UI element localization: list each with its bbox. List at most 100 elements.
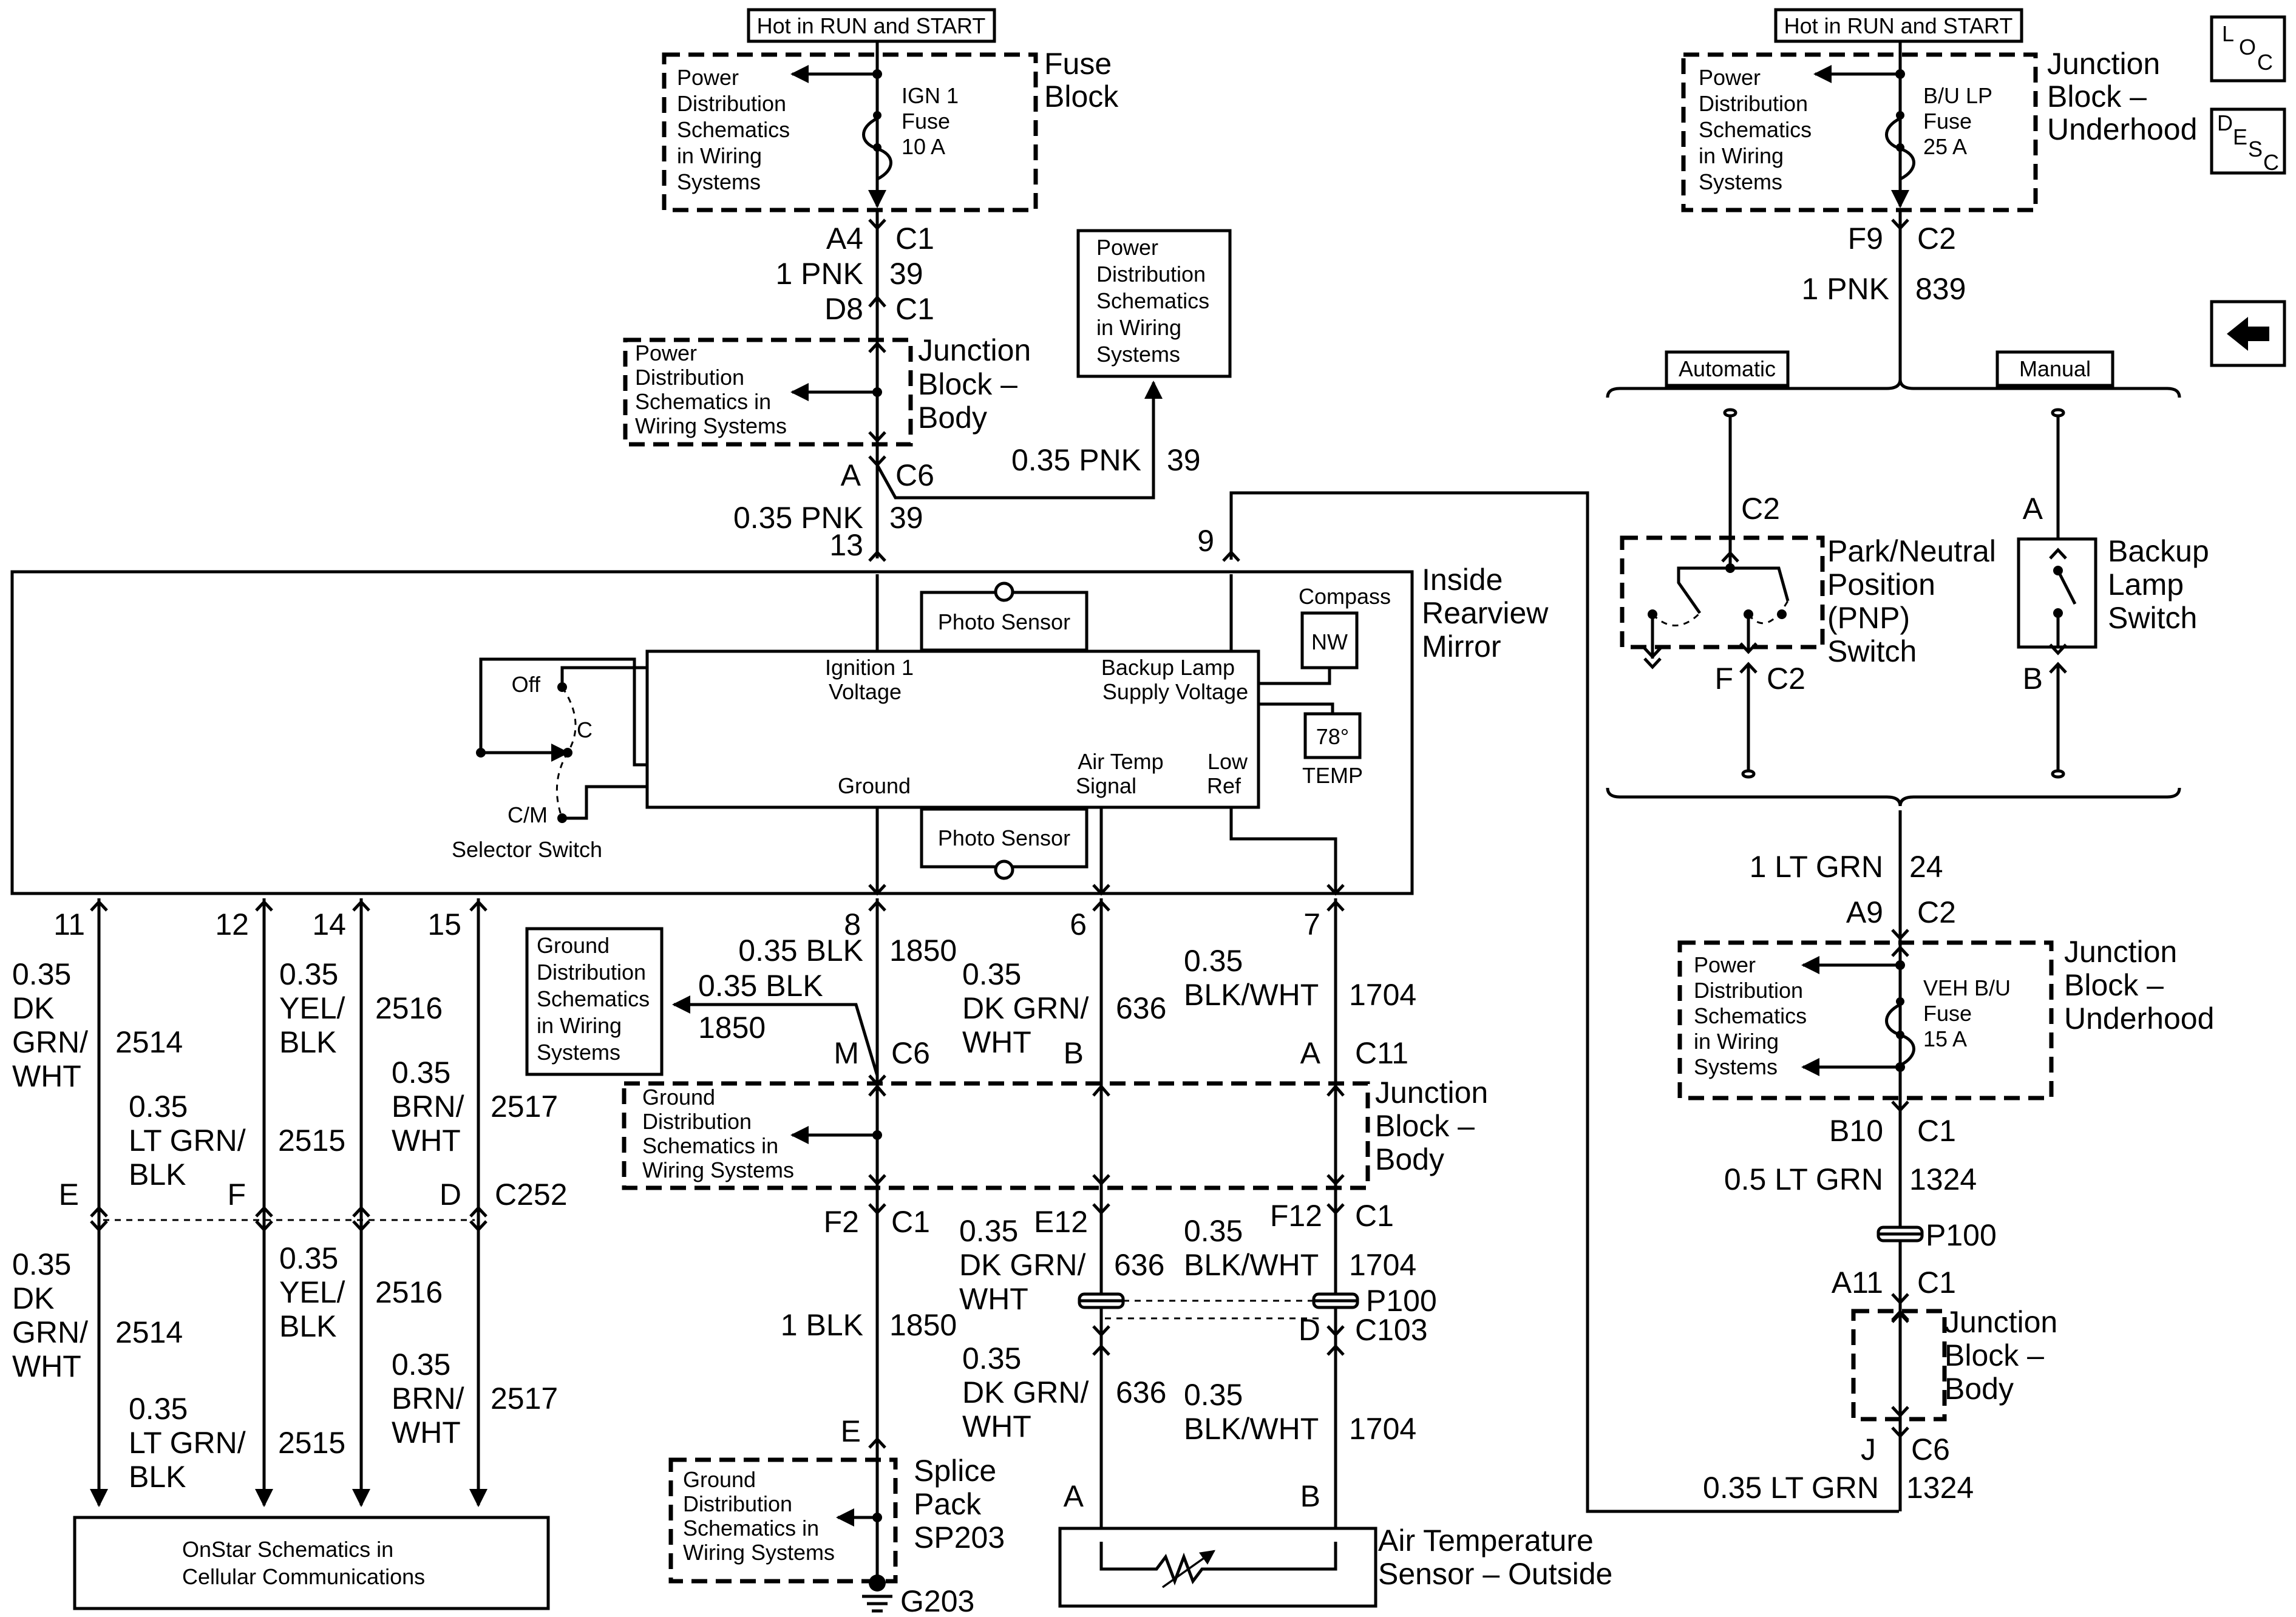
svg-text:D: D xyxy=(440,1178,461,1212)
svg-text:Power: Power xyxy=(1699,65,1761,90)
svg-text:0.35: 0.35 xyxy=(1184,1214,1243,1248)
svg-text:DK GRN/: DK GRN/ xyxy=(962,1375,1089,1409)
desc-button[interactable]: D E S C xyxy=(2210,107,2286,175)
circuit-1704-low-ref: 7 0.35 BLK/WHT 1704 A C11 F12 C1 0.35 BL… xyxy=(1184,898,1428,1540)
svg-text:Distribution: Distribution xyxy=(537,960,646,985)
svg-text:Switch: Switch xyxy=(1827,634,1917,668)
svg-text:1 LT GRN: 1 LT GRN xyxy=(1750,850,1883,884)
svg-text:Underhood: Underhood xyxy=(2064,1002,2214,1036)
transmission-option-bracket-bottom xyxy=(1606,787,2181,807)
onstar-schematics-box: OnStar Schematics in Cellular Communicat… xyxy=(73,1516,550,1610)
svg-text:C6: C6 xyxy=(895,458,934,492)
svg-text:BLK/WHT: BLK/WHT xyxy=(1184,978,1319,1012)
svg-text:0.35 BLK: 0.35 BLK xyxy=(698,969,823,1003)
hot-run-start-left-header: Hot in RUN and START xyxy=(747,8,996,43)
fuse-block-label: Fuse xyxy=(1044,47,1112,81)
svg-text:B: B xyxy=(1064,1036,1084,1070)
svg-text:D: D xyxy=(2217,110,2233,135)
svg-text:Supply Voltage: Supply Voltage xyxy=(1102,679,1248,704)
svg-text:BLK/WHT: BLK/WHT xyxy=(1184,1248,1319,1282)
svg-text:Backup: Backup xyxy=(2108,534,2209,568)
svg-text:Body: Body xyxy=(918,401,987,435)
back-arrow-button[interactable] xyxy=(2210,300,2286,367)
svg-text:TEMP: TEMP xyxy=(1302,763,1363,788)
svg-text:Ref: Ref xyxy=(1207,773,1241,798)
svg-text:11: 11 xyxy=(53,907,85,941)
svg-text:YEL/: YEL/ xyxy=(279,1275,345,1309)
junction-block-body-center: Ground Distribution Schematics in Wiring… xyxy=(622,1074,1370,1190)
svg-text:Distribution: Distribution xyxy=(677,91,786,116)
photo-sensor-top: Photo Sensor xyxy=(920,581,1089,652)
selector-switch: Off C C/M Selector Switch xyxy=(452,657,647,862)
svg-text:Junction: Junction xyxy=(1375,1076,1488,1110)
svg-text:WHT: WHT xyxy=(962,1409,1031,1443)
svg-text:C: C xyxy=(577,717,593,742)
svg-text:WHT: WHT xyxy=(12,1349,81,1383)
svg-text:Fuse: Fuse xyxy=(1923,109,1972,134)
svg-text:LT GRN/: LT GRN/ xyxy=(129,1426,246,1460)
svg-text:DK: DK xyxy=(12,991,54,1025)
circuit-1850-ground: 8 0.35 BLK 1850 0.35 BLK 1850 M C6 F2 C1… xyxy=(698,898,957,1578)
air-temp-sensor-outside xyxy=(1058,1527,1377,1608)
svg-text:Signal: Signal xyxy=(1076,773,1136,798)
svg-text:Junction: Junction xyxy=(918,333,1031,367)
svg-text:F: F xyxy=(227,1178,246,1212)
svg-text:BLK/WHT: BLK/WHT xyxy=(1184,1412,1319,1446)
junction-block-body-right xyxy=(1851,1309,1947,1439)
svg-text:14: 14 xyxy=(312,907,346,941)
loc-button[interactable]: L O C xyxy=(2210,15,2286,83)
transmission-option-bracket-top: Automatic Manual xyxy=(1606,350,2181,398)
svg-text:L: L xyxy=(2222,21,2234,46)
svg-text:B: B xyxy=(1300,1479,1320,1513)
svg-text:Wiring Systems: Wiring Systems xyxy=(683,1540,835,1565)
svg-text:YEL/: YEL/ xyxy=(279,991,345,1025)
svg-text:Photo Sensor: Photo Sensor xyxy=(938,825,1070,850)
svg-text:1 BLK: 1 BLK xyxy=(781,1308,863,1342)
svg-text:Ground: Ground xyxy=(537,933,610,958)
ground-icon xyxy=(869,1575,886,1592)
svg-text:B10: B10 xyxy=(1829,1114,1883,1148)
svg-text:Ground: Ground xyxy=(838,773,911,798)
svg-text:Position: Position xyxy=(1827,568,1935,602)
svg-text:Splice: Splice xyxy=(914,1454,996,1488)
svg-text:E: E xyxy=(59,1178,79,1212)
svg-text:Hot in RUN and START: Hot in RUN and START xyxy=(1784,13,2013,38)
svg-text:Mirror: Mirror xyxy=(1422,629,1501,663)
svg-text:Wiring Systems: Wiring Systems xyxy=(642,1158,794,1182)
svg-text:1850: 1850 xyxy=(889,1308,957,1342)
svg-text:Block –: Block – xyxy=(2047,80,2147,114)
svg-text:10 A: 10 A xyxy=(902,134,945,159)
svg-text:Block: Block xyxy=(1044,80,1119,114)
svg-text:0.35: 0.35 xyxy=(962,1341,1021,1375)
svg-text:Body: Body xyxy=(1375,1142,1444,1176)
splice-pack-sp203: Ground Distribution Schematics in Wiring… xyxy=(668,1457,898,1613)
svg-text:Ground: Ground xyxy=(642,1085,715,1110)
svg-text:C/M: C/M xyxy=(508,802,548,827)
pnp-switch: C2 F C2 xyxy=(1620,408,1825,779)
svg-text:0.35: 0.35 xyxy=(962,957,1021,991)
svg-text:2517: 2517 xyxy=(491,1090,558,1124)
svg-text:1704: 1704 xyxy=(1349,1248,1416,1282)
svg-text:SP203: SP203 xyxy=(914,1520,1005,1554)
svg-text:Automatic: Automatic xyxy=(1679,356,1776,381)
svg-text:2515: 2515 xyxy=(278,1124,345,1158)
svg-text:BLK: BLK xyxy=(279,1309,337,1343)
svg-text:C: C xyxy=(2257,50,2273,75)
svg-text:9: 9 xyxy=(1197,524,1214,558)
svg-text:1704: 1704 xyxy=(1349,978,1416,1012)
onstar-circuits: 11 12 14 15 E F D C252 0.35 DK GRN/ WHT … xyxy=(12,898,568,1507)
svg-text:in Wiring: in Wiring xyxy=(677,143,762,168)
svg-text:15: 15 xyxy=(427,907,461,941)
svg-text:15 A: 15 A xyxy=(1923,1026,1967,1051)
svg-text:C2: C2 xyxy=(1917,222,1956,256)
svg-text:Junction: Junction xyxy=(1944,1305,2057,1339)
svg-text:1850: 1850 xyxy=(698,1011,766,1045)
svg-text:2516: 2516 xyxy=(375,1275,443,1309)
svg-text:Systems: Systems xyxy=(677,169,761,194)
svg-text:Off: Off xyxy=(512,672,541,697)
circuit-39-upper: A4 C1 1 PNK 39 D8 C1 xyxy=(775,209,934,558)
svg-text:0.35: 0.35 xyxy=(279,1241,338,1275)
svg-text:636: 636 xyxy=(1116,1375,1166,1409)
svg-text:Distribution: Distribution xyxy=(642,1109,752,1134)
